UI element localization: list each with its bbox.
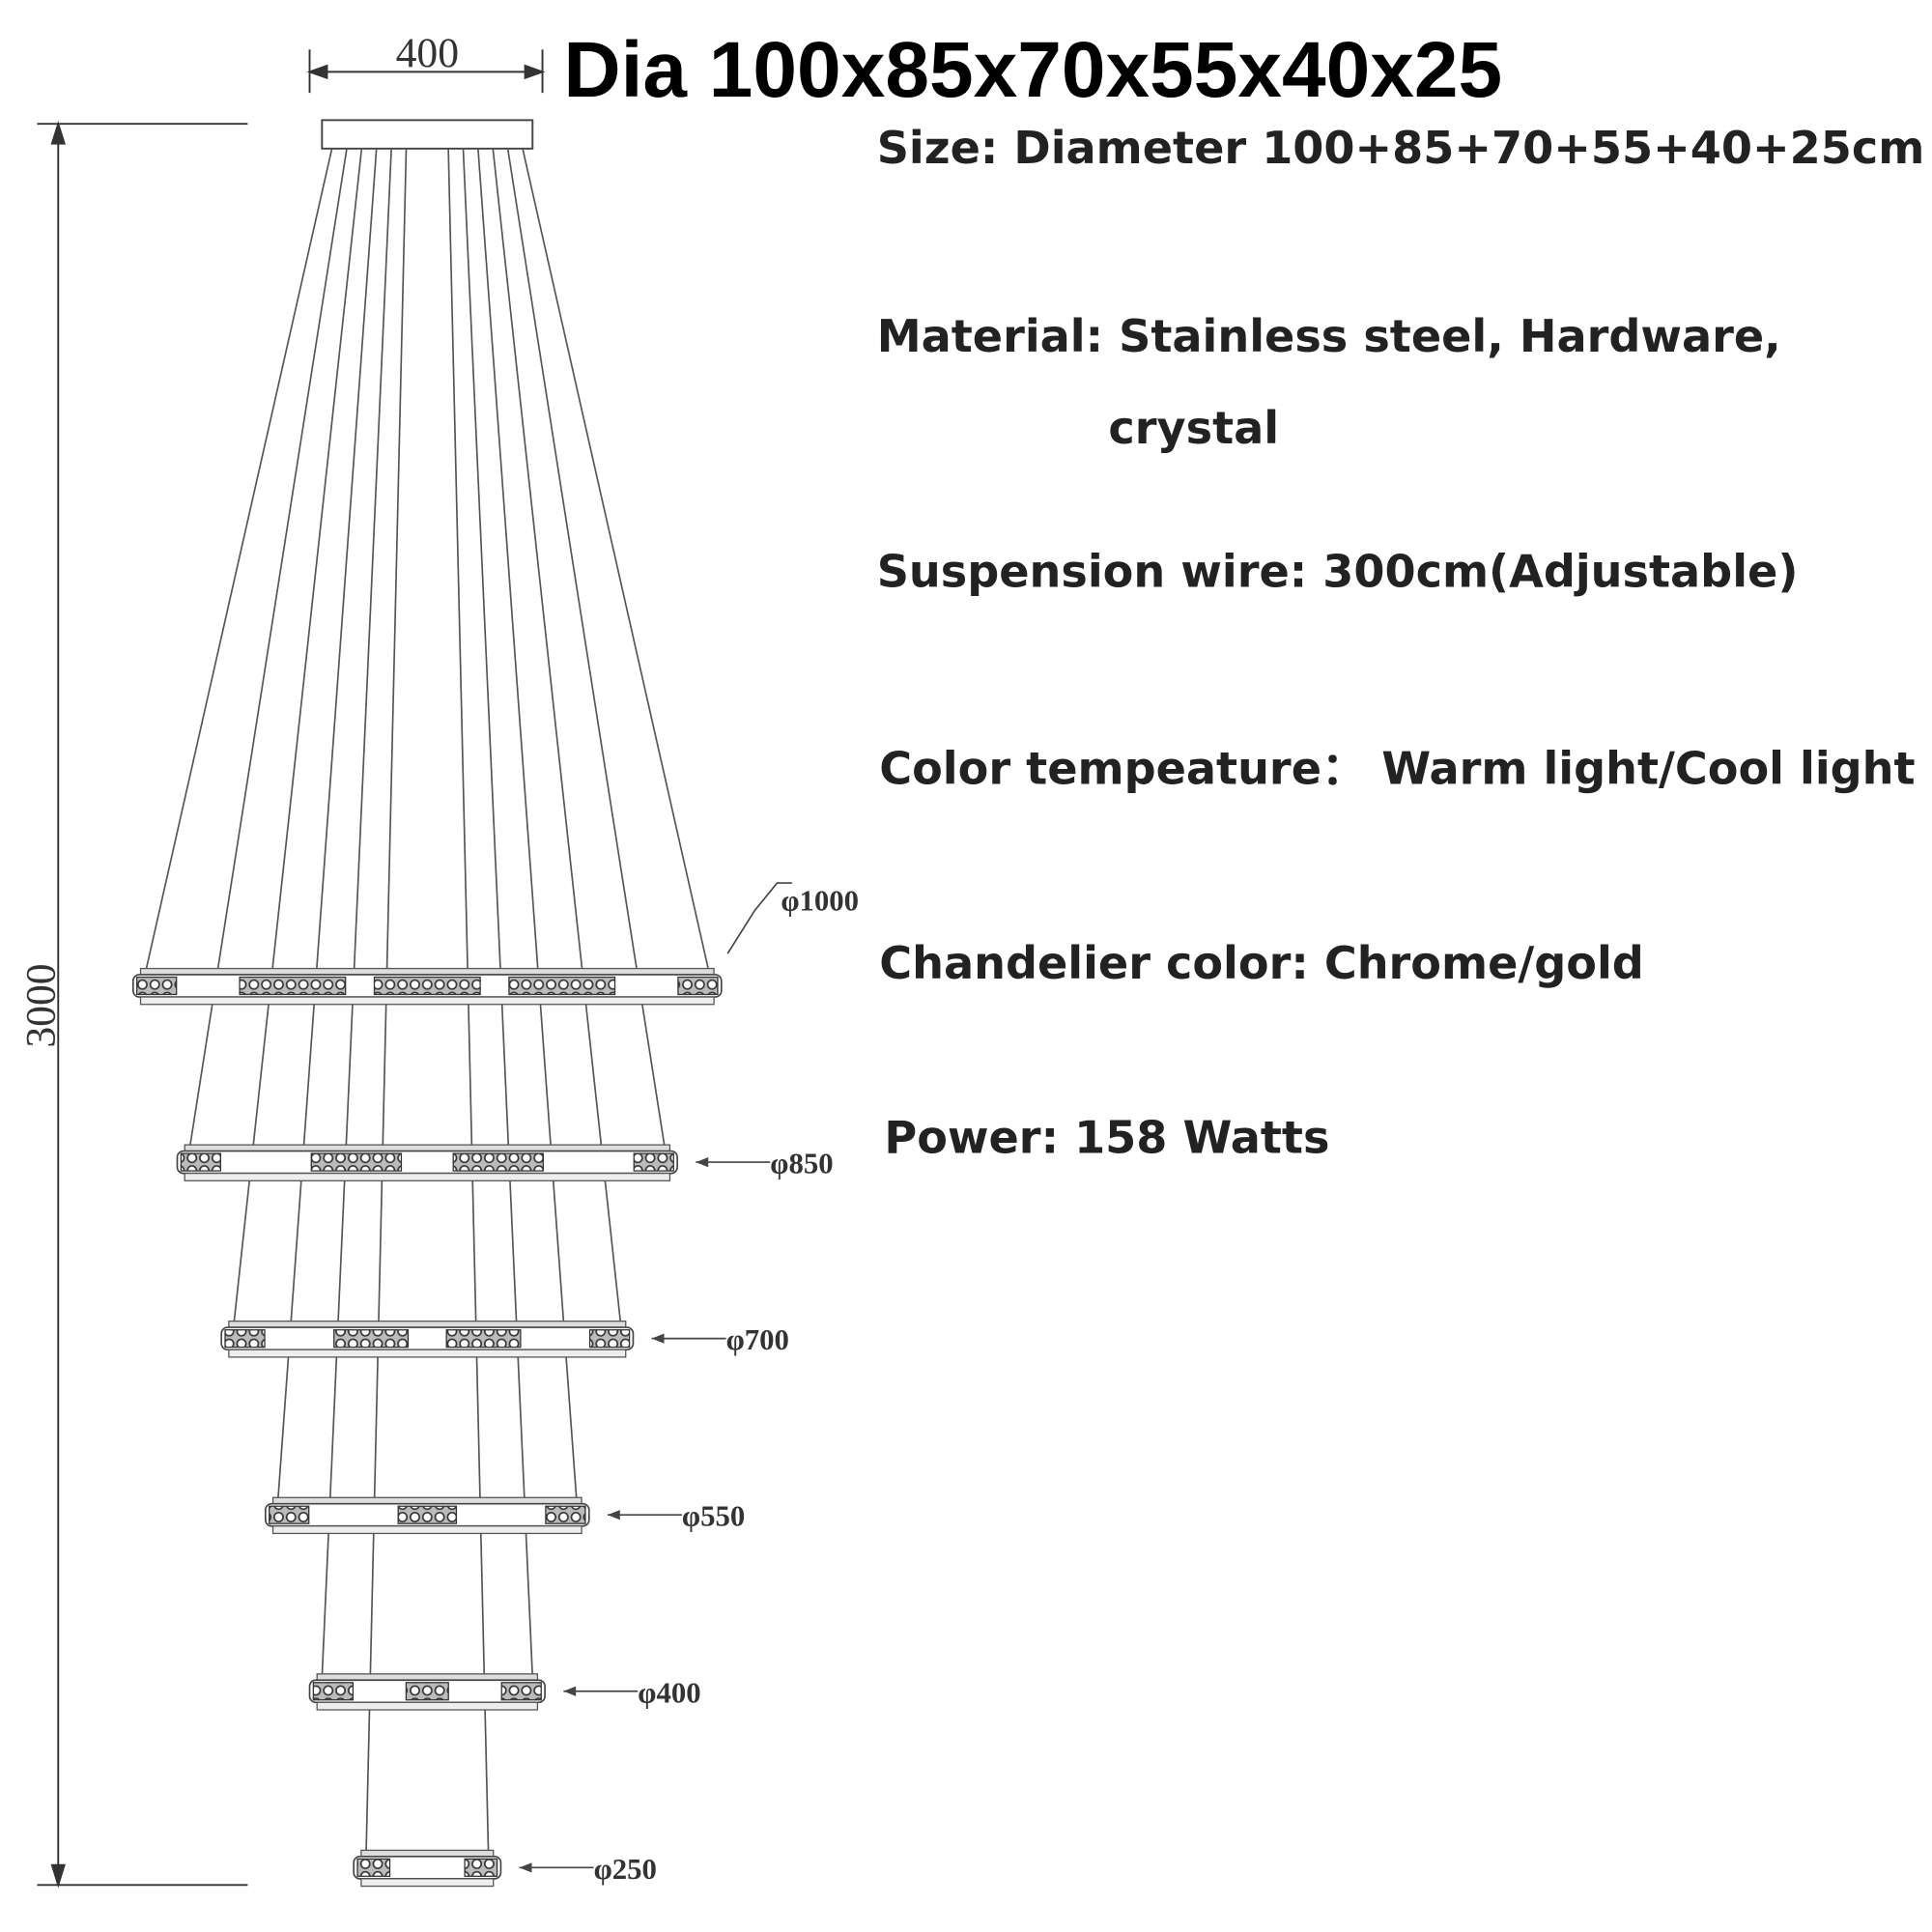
ring-diameter-label: φ250 — [594, 1853, 657, 1886]
crystal-segment — [500, 1682, 542, 1701]
height-dimension — [37, 120, 248, 1889]
crystal-segment — [508, 976, 616, 996]
canopy-width-label: 400 — [396, 30, 459, 76]
ring-850: φ850 — [176, 1144, 834, 1181]
crystal-segment — [180, 1152, 222, 1172]
spec-chandelier-color: Chandelier color: Chrome/gold — [879, 937, 1644, 989]
ring-1000: φ1000 — [131, 882, 859, 1006]
ring-diameter-label: φ1000 — [781, 884, 859, 917]
crystal-segment — [239, 976, 347, 996]
crystal-segment — [356, 1858, 391, 1877]
crystal-segment — [452, 1152, 544, 1172]
crystal-segment — [464, 1858, 498, 1877]
wire — [477, 148, 578, 1502]
height-label: 3000 — [17, 963, 64, 1047]
wire — [462, 148, 534, 1678]
ceiling-canopy — [321, 119, 534, 150]
ring-diameter-label: φ550 — [682, 1500, 745, 1533]
wire — [233, 148, 363, 1325]
crystal-segment — [136, 976, 178, 996]
crystal-segment — [312, 1682, 355, 1701]
canopy-width-dimension — [306, 49, 546, 94]
crystal-segment — [677, 976, 719, 996]
crystal-segment — [445, 1329, 522, 1349]
ring-250: φ250 — [353, 1849, 657, 1888]
crystal-segment — [373, 976, 481, 996]
wire — [276, 148, 378, 1502]
main-title: Dia 100x85x70x55x40x25 — [563, 26, 1502, 114]
ring-550: φ550 — [265, 1496, 745, 1535]
wire — [492, 148, 622, 1325]
crystal-segment — [310, 1152, 403, 1172]
ring-diameter-label: φ400 — [638, 1676, 700, 1709]
crystal-segment — [633, 1152, 674, 1172]
crystal-segment — [405, 1682, 449, 1701]
rings: φ1000 φ850 φ700 φ550 φ400 φ250 — [131, 882, 859, 1888]
spec-power: Power: 158 Watts — [884, 1112, 1329, 1164]
spec-material: Material: Stainless steel, Hardware, — [877, 310, 1781, 362]
ring-diameter-label: φ700 — [726, 1323, 789, 1356]
ring-diameter-label: φ850 — [770, 1148, 833, 1180]
spec-color-temp: Color tempeature： Warm light/Cool light — [879, 743, 1915, 795]
spec-wire: Suspension wire: 300cm(Adjustable) — [877, 546, 1799, 598]
ring-400: φ400 — [308, 1673, 701, 1711]
spec-size: Size: Diameter 100+85+70+55+40+25cm — [877, 122, 1925, 174]
wire — [144, 148, 333, 973]
crystal-segment — [588, 1329, 631, 1349]
crystal-segment — [269, 1505, 310, 1524]
crystal-segment — [545, 1505, 586, 1524]
crystal-segment — [397, 1505, 458, 1524]
wire — [321, 148, 392, 1678]
ring-700: φ700 — [220, 1321, 789, 1358]
spec-material-cont: crystal — [1108, 402, 1279, 454]
leader-line — [726, 882, 792, 954]
wire — [522, 148, 710, 973]
crystal-segment — [224, 1329, 266, 1349]
crystal-segment — [333, 1329, 410, 1349]
